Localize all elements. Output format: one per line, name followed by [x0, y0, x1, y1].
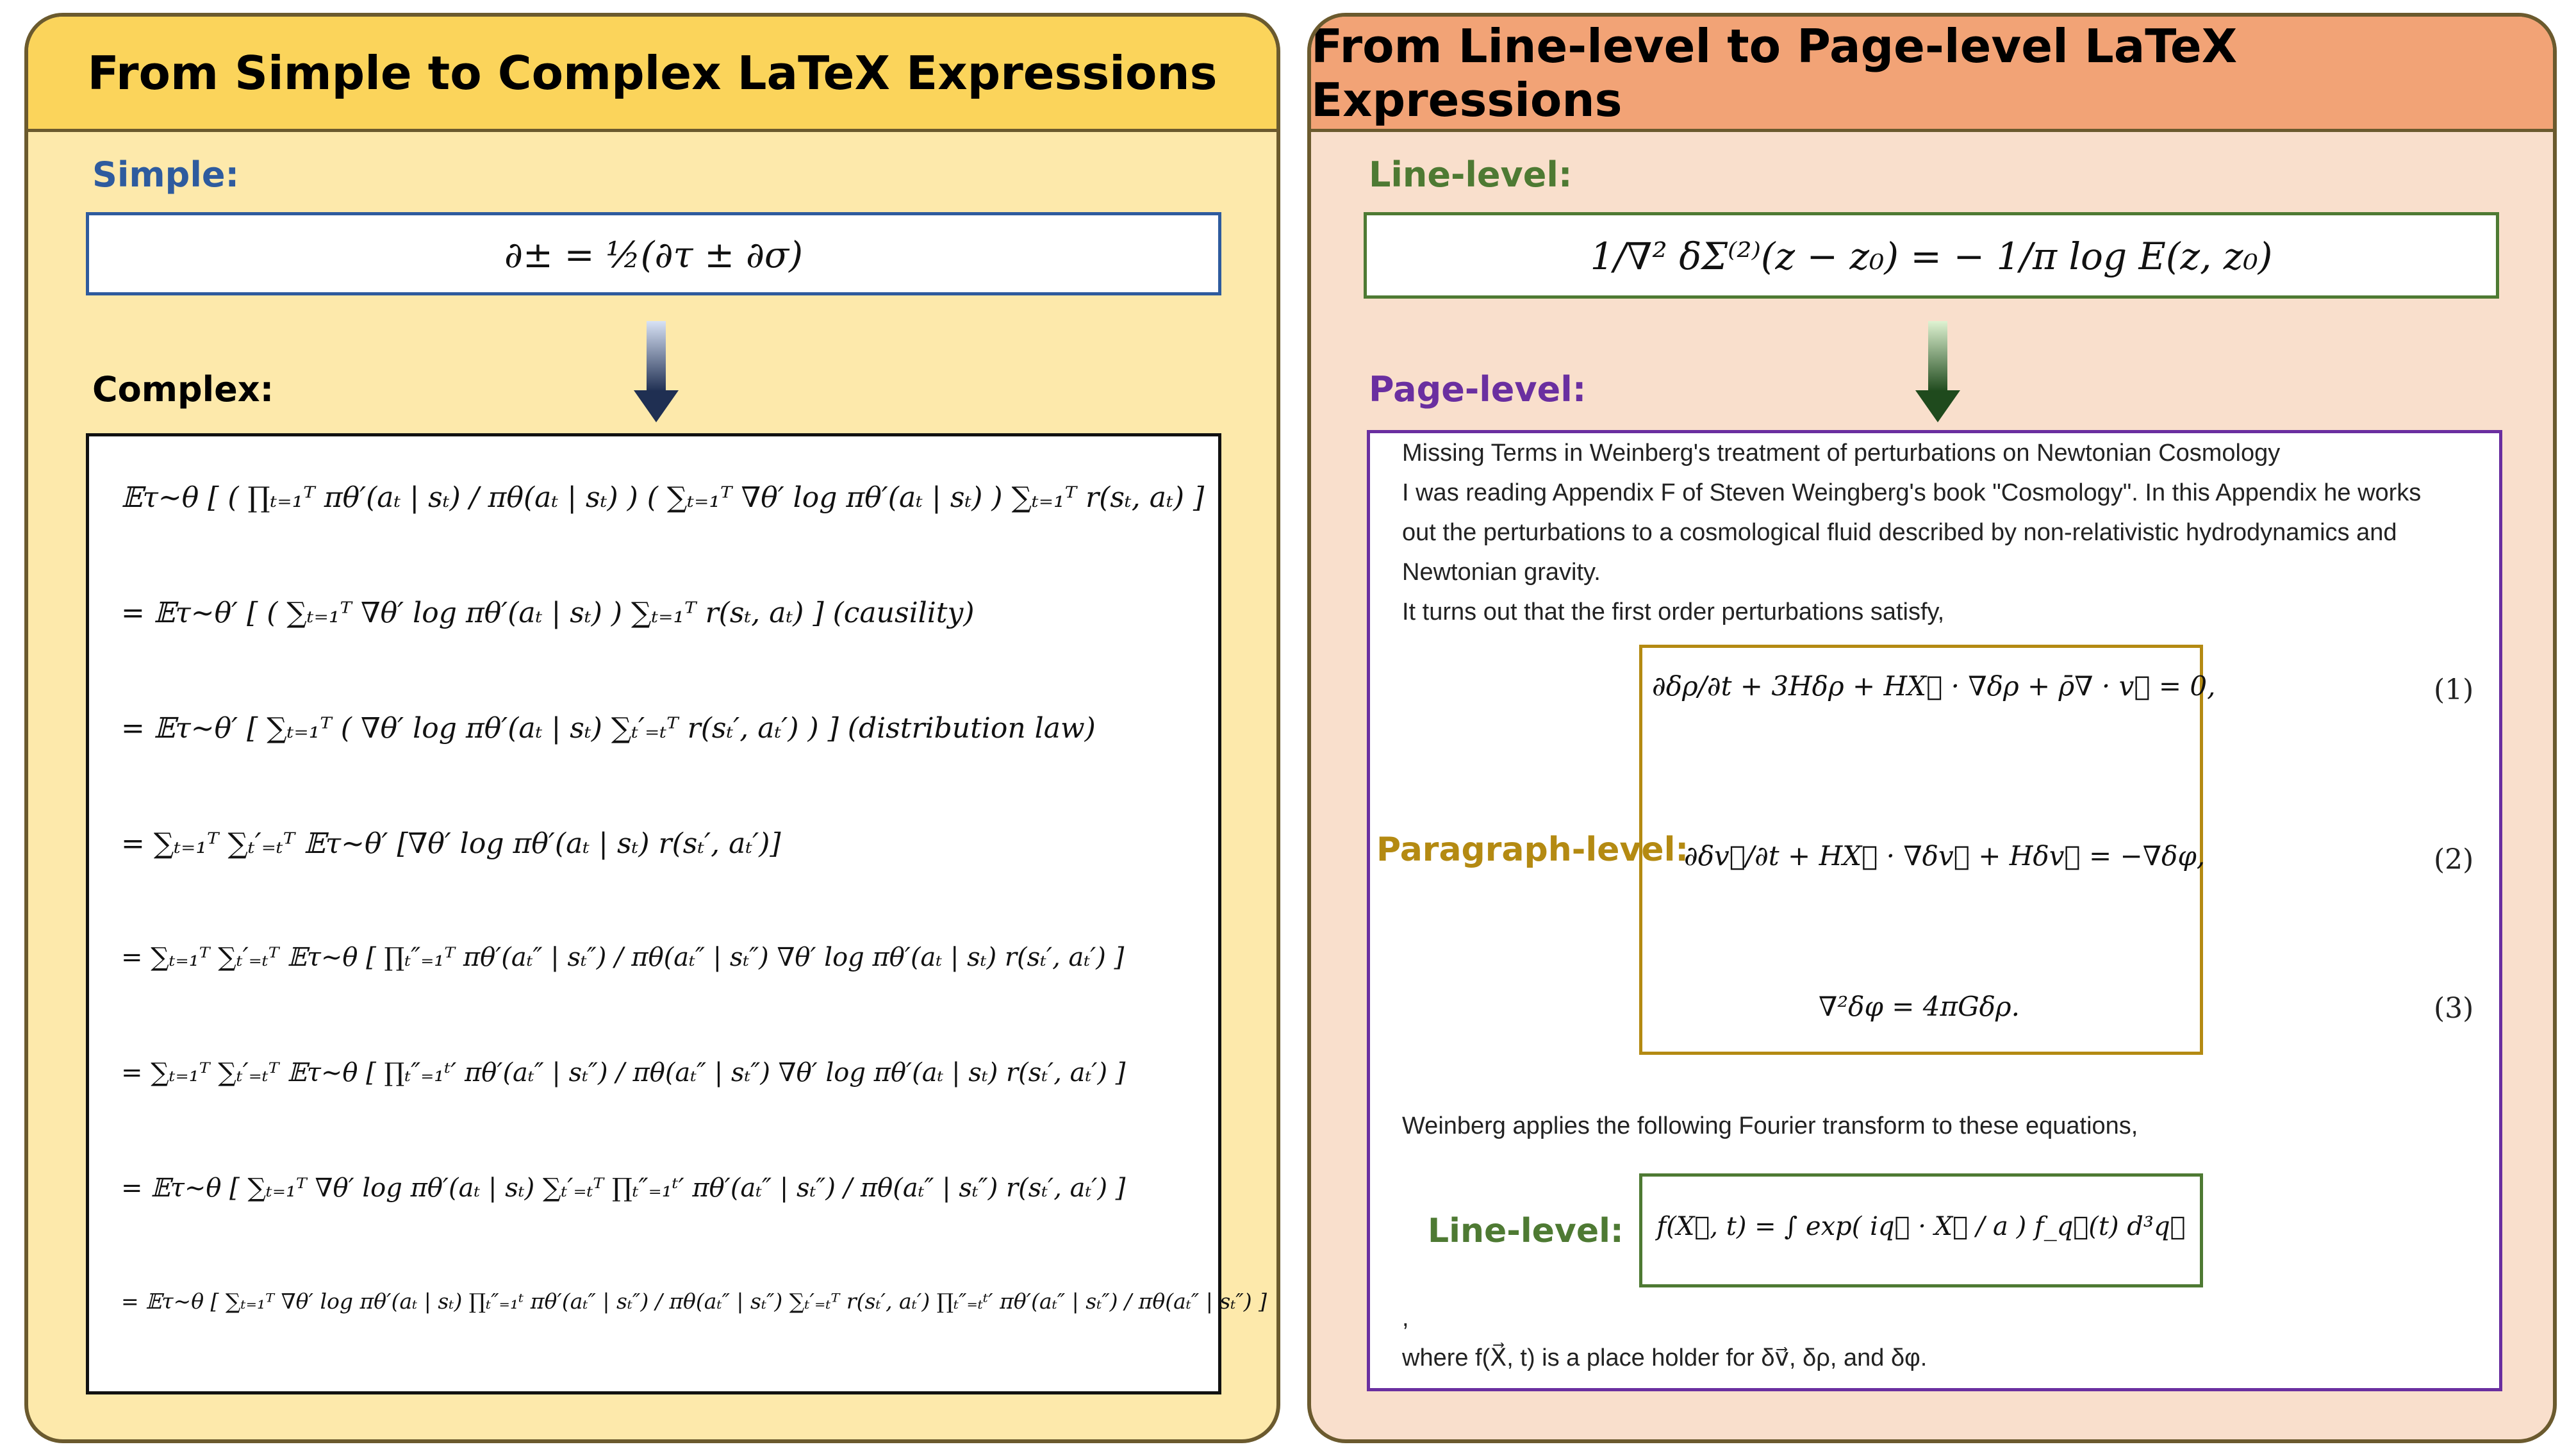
page-level-label: Page-level:: [1369, 369, 1587, 410]
line-equation-box: 1/∇² δΣ⁽²⁾(z − z₀) = − 1/π log E(z, z₀): [1364, 212, 2499, 299]
complex-label: Complex:: [92, 369, 274, 410]
doc-line-2: I was reading Appendix F of Steven Weing…: [1402, 479, 2422, 506]
where-text: where f(X⃗, t) is a place holder for δv⃗…: [1402, 1344, 1928, 1371]
equation-3: ∇²δφ = 4πGδρ.: [1819, 991, 2020, 1022]
simple-label: Simple:: [92, 154, 240, 195]
doc-line-1: Missing Terms in Weinberg's treatment of…: [1402, 440, 2281, 467]
right-panel-header: From Line-level to Page-level LaTeX Expr…: [1311, 17, 2553, 132]
equation-3-number: (3): [2434, 992, 2474, 1025]
fourier-intro-text: Weinberg applies the following Fourier t…: [1402, 1113, 2138, 1139]
equation-2: ∂δv⃗/∂t + HX⃗ · ∇δv⃗ + Hδv⃗ = −∇δφ,: [1684, 840, 2206, 872]
doc-line-5: It turns out that the first order pertur…: [1402, 599, 1945, 625]
right-panel-title: From Line-level to Page-level LaTeX Expr…: [1311, 19, 2238, 127]
equation-1-number: (1): [2434, 674, 2474, 706]
paragraph-level-label: Paragraph-level:: [1376, 831, 1689, 869]
comma-text: ,: [1402, 1305, 1409, 1332]
complex-line-7: = 𝔼τ∼θ [ ∑ₜ₌₁ᵀ ∇θ′ log πθ′(aₜ | sₜ) ∑ₜ′₌…: [121, 1173, 1126, 1203]
equation-1: ∂δρ/∂t + 3Hδρ + HX⃗ · ∇δρ + ρ̄∇ · v⃗ = 0…: [1652, 670, 2216, 702]
down-arrow-icon: [634, 321, 679, 426]
complex-equation-box: 𝔼τ∼θ [ ( ∏ₜ₌₁ᵀ πθ′(aₜ | sₜ) / πθ(aₜ | sₜ…: [86, 433, 1267, 1394]
doc-line-3: out the perturbations to a cosmological …: [1402, 519, 2397, 546]
doc-line-4: Newtonian gravity.: [1402, 559, 1601, 586]
complex-line-8: = 𝔼τ∼θ [ ∑ₜ₌₁ᵀ ∇θ′ log πθ′(aₜ | sₜ) ∏ₜ″₌…: [121, 1289, 1267, 1314]
line-equation: 1/∇² δΣ⁽²⁾(z − z₀) = − 1/π log E(z, z₀): [1590, 235, 2273, 278]
line-level-label: Line-level:: [1369, 154, 1573, 195]
left-panel-title: From Simple to Complex LaTeX Expressions: [87, 46, 1218, 100]
paragraph-box: [1639, 645, 2203, 1055]
fourier-equation-box: f(X⃗, t) = ∫ exp( iq⃗ · X⃗ / a ) f_q⃗(t)…: [1639, 1173, 2203, 1287]
equation-2-number: (2): [2434, 843, 2474, 876]
simple-equation: ∂± = ½(∂τ ± ∂σ): [504, 235, 804, 276]
left-panel: From Simple to Complex LaTeX Expressions…: [24, 13, 1280, 1443]
complex-line-4: = ∑ₜ₌₁ᵀ ∑ₜ′₌ₜᵀ 𝔼τ∼θ′ [∇θ′ log πθ′(aₜ | s…: [121, 827, 781, 860]
simple-equation-box: ∂± = ½(∂τ ± ∂σ): [86, 212, 1221, 295]
complex-line-2: = 𝔼τ∼θ′ [ ( ∑ₜ₌₁ᵀ ∇θ′ log πθ′(aₜ | sₜ) )…: [121, 597, 975, 629]
line-level-label-inner: Line-level:: [1428, 1212, 1624, 1250]
right-panel: From Line-level to Page-level LaTeX Expr…: [1307, 13, 2557, 1443]
complex-line-5: = ∑ₜ₌₁ᵀ ∑ₜ′₌ₜᵀ 𝔼τ∼θ [ ∏ₜ″₌₁ᵀ πθ′(aₜ″ | s…: [121, 943, 1125, 972]
down-arrow-icon-right: [1915, 321, 1960, 426]
left-panel-header: From Simple to Complex LaTeX Expressions: [28, 17, 1276, 132]
complex-line-1: 𝔼τ∼θ [ ( ∏ₜ₌₁ᵀ πθ′(aₜ | sₜ) / πθ(aₜ | sₜ…: [121, 481, 1205, 514]
fourier-equation: f(X⃗, t) = ∫ exp( iq⃗ · X⃗ / a ) f_q⃗(t)…: [1656, 1212, 2186, 1241]
page-box: Missing Terms in Weinberg's treatment of…: [1367, 430, 2502, 1391]
complex-line-6: = ∑ₜ₌₁ᵀ ∑ₜ′₌ₜᵀ 𝔼τ∼θ [ ∏ₜ″₌₁ᵗ′ πθ′(aₜ″ | …: [121, 1058, 1126, 1088]
complex-line-3: = 𝔼τ∼θ′ [ ∑ₜ₌₁ᵀ ( ∇θ′ log πθ′(aₜ | sₜ) ∑…: [121, 712, 1096, 745]
